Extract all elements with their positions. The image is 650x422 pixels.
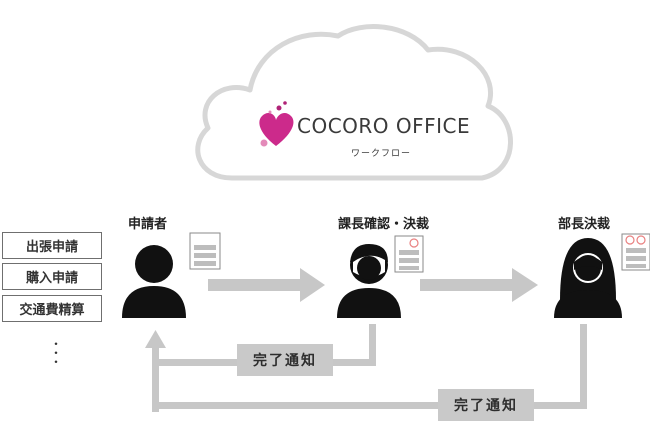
- return-arrow-director: [152, 324, 587, 409]
- applicant-document-icon: [189, 232, 221, 270]
- role-label-director: 部長決裁: [558, 217, 611, 232]
- request-type-travel: 出張申請: [2, 232, 102, 259]
- cocoro-logo-icon: [259, 101, 294, 147]
- completion-notice-manager: 完了通知: [237, 344, 333, 376]
- arrow-to-manager: [208, 268, 325, 302]
- brand-name: COCORO OFFICE: [297, 114, 471, 138]
- manager-person-icon: [337, 244, 401, 318]
- request-type-purchase: 購入申請: [2, 263, 102, 290]
- arrow-to-director: [420, 268, 538, 302]
- applicant-person-icon: [122, 245, 186, 318]
- manager-document-icon: [394, 235, 424, 273]
- role-label-manager: 課長確認・決裁: [338, 217, 430, 232]
- director-document-icon: [621, 233, 650, 271]
- completion-notice-director: 完了通知: [438, 389, 534, 421]
- director-person-icon: [554, 238, 622, 318]
- brand-subtitle: ワークフロー: [351, 149, 412, 159]
- role-label-applicant: 申請者: [128, 217, 168, 232]
- more-requests-marker: ・ ・ ・: [50, 337, 63, 369]
- request-type-transport: 交通費精算: [2, 295, 102, 322]
